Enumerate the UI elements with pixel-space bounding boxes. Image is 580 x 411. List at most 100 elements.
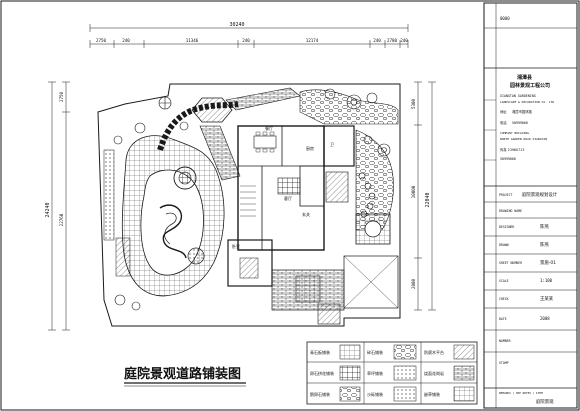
legend-swatch-3 [453,344,475,360]
title-block-side-strip [484,99,496,161]
tb-company-en2: LANDSCAPE & DECORATION CO. LTD [500,100,554,104]
shrubs-top [324,88,378,110]
tb-scale-value: 1:100 [540,278,553,283]
tb-remark-label: REMARKS ( SEE NOTES ) ITEM [499,391,543,395]
tb-bottom-value: 庭院景观 [536,398,554,405]
legend-label-9: 嵌草铺装 [424,391,440,397]
dim-seg-7: 2780 [387,38,398,43]
drawing-title: 庭院景观道路铺装图 [124,366,241,382]
right-dimensions [414,81,436,311]
legend-label-7: 鹅卵石铺装 [310,391,330,397]
left-dimensions [48,81,70,331]
tb-address-label: 地址 [500,109,507,114]
legend-swatch-8 [393,386,417,402]
legend-table: 青石板铺装 碎石铺装 防腐木平台 卵石拼花铺装 草坪铺装 烧面花岗岩 鹅卵石铺装… [306,341,478,405]
tb-address-value: 湘潭市园林路 [512,109,532,114]
pavilion-core [178,171,192,185]
dim-top-segments: 2750 240 11346 240 12174 240 2780 240 [96,38,408,43]
dim-overall-top: 30240 [229,22,244,28]
room-bath: 卫 [330,142,334,147]
dim-right-outer: 22040 [425,192,431,207]
legend-swatch-1 [339,344,361,360]
legend-label-4: 卵石拼花铺装 [310,370,334,376]
trees [113,96,189,311]
pavilion [173,166,197,190]
right-trees [363,135,391,157]
entrance-steps [317,303,341,325]
tb-top-code: 0000 [500,16,510,21]
tb-date-value: 2008 [540,316,550,321]
tb-number-label: NUMBER [499,339,511,343]
tb-stamp-label: STAMP [499,361,509,365]
sofa-group [277,177,301,195]
legend-label-8: 沙砾铺装 [367,391,383,397]
tb-designer-label: DESIGNER [499,225,514,229]
legend-label-1: 青石板铺装 [310,349,330,355]
room-living: 客厅 [284,195,292,201]
dim-left-outer: 24240 [45,202,51,217]
legend-label-5: 草坪铺装 [367,370,383,376]
tb-drawing-label: DRAWING NAME [499,209,522,213]
tb-date-label: DATE [499,317,507,321]
tb-scale-label: SCALE [499,279,509,283]
tb-fax-label: 传真 23960713 [500,147,524,152]
title-block [483,2,578,409]
tb-tel-value: 58999060 [512,121,528,125]
legend-swatch-4 [339,365,361,381]
tb-check-label: CHECK [499,297,509,301]
garage-pad-cross [343,255,399,309]
legend-swatch-6 [453,365,475,381]
legend-swatch-9 [453,386,475,402]
diagonal-walkway [199,125,241,181]
legend-label-6: 烧面花岗岩 [424,370,444,376]
top-dimensions [89,24,409,48]
pond [140,169,204,276]
garage-pad [343,255,399,309]
tb-en-addr1: COMPANY BUILDING [500,131,529,135]
legend-label-2: 碎石铺装 [367,349,383,355]
left-planting [103,149,115,241]
legend-swatch-7 [339,386,361,402]
bed [239,257,259,279]
dim-right-3: 2800 [411,278,416,289]
dim-right-2: 10000 [411,185,416,198]
room-bedroom: 卧室 [232,243,240,249]
room-dining: 餐厅 [265,125,273,131]
tb-project-value: 庭院景观规划设计 [522,191,558,198]
tb-project-label: PROJECT [499,193,513,197]
tb-tel-label: 电话 [500,120,507,125]
tb-fax-value: 58999060 [500,157,516,161]
room-kitchen: 厨房 [306,145,314,151]
dining-table [253,135,277,149]
dim-left-top: 2750 [59,91,64,102]
top-walkway [225,87,301,111]
tb-check-value: 王某某 [540,296,554,302]
hexagon-deck [191,97,233,123]
dim-right-1: 5300 [411,98,416,109]
dim-seg-3: 11346 [186,38,199,43]
bottom-plaza [295,275,321,303]
room-hall: 玄关 [302,211,310,217]
dim-seg-4: 240 [242,38,250,43]
dim-seg-5: 12174 [306,38,319,43]
tb-drawn-label: DRAWN [499,243,509,247]
tb-company-cn2: 园林景观工程公司 [510,82,550,89]
dim-left-inner: 22760 [59,213,64,226]
tb-drawn-value: 陈燕 [540,241,549,248]
fountain [364,220,382,238]
legend-swatch-5 [393,365,417,381]
dim-seg-2: 240 [122,38,130,43]
water-swirl [159,204,187,259]
legend-swatch-2 [393,344,417,360]
tb-sheet-label: SHEET NUMBER [499,261,522,265]
tb-en-addr2: NORTH GARDEN ROAD XIANGTAN [500,137,547,141]
site-boundary [97,83,401,327]
dim-seg-8: 240 [400,38,408,43]
dim-seg-1: 2750 [96,38,107,43]
planting-bed [115,237,131,277]
tb-sheet-value: 景施-01 [540,259,556,266]
stair [240,185,256,217]
tb-designer-value: 陈燕 [540,223,549,230]
